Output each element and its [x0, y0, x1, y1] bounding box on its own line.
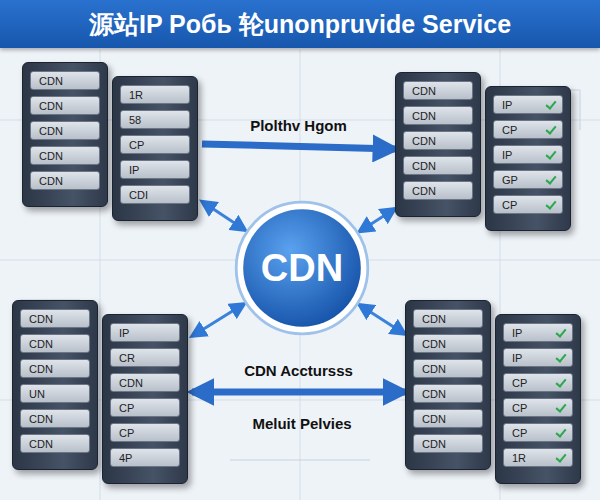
circle-label: CDN [261, 247, 343, 290]
server-slot-label: CDN [413, 434, 483, 453]
server-slot-label: CDN [30, 146, 100, 165]
edge-label: CDN Acctursss [244, 362, 353, 379]
server-cluster: CDN CDN CDN CDN CDN CDN IP IP CP CP CP 1R [405, 300, 585, 484]
cdn-link [359, 305, 405, 334]
server-rack: IP CP IP GP CP [485, 86, 571, 231]
server-slot-label: 4P [110, 448, 180, 467]
flow-arrow [202, 144, 395, 149]
server-slot-label: 58 [120, 110, 190, 129]
server-slot-label: CDN [20, 334, 90, 353]
server-slot-label: IP [120, 160, 190, 179]
server-slot-label: CR [110, 348, 180, 367]
note-label: Meluit Pelvies [252, 415, 351, 432]
server-slot-label: CP [110, 423, 180, 442]
server-slot-label: CDN [413, 309, 483, 328]
cdn-circle: CDN [232, 198, 372, 338]
server-slot-label: CDN [20, 409, 90, 428]
server-rack: CDN CDN CDN CDN CDN [22, 62, 108, 207]
server-slot-label: CP [503, 398, 573, 417]
server-slot-label: IP [493, 145, 563, 164]
server-slot-label: CDI [120, 185, 190, 204]
server-slot-label: CDN [413, 384, 483, 403]
server-slot-label: CDN [30, 121, 100, 140]
server-slot-label: 1R [120, 85, 190, 104]
server-rack: IP IP CP CP CP 1R [495, 314, 581, 484]
server-slot-label: CP [120, 135, 190, 154]
flow-arrow [192, 389, 405, 396]
server-slot-label: IP [493, 95, 563, 114]
server-slot-label: UN [20, 384, 90, 403]
server-slot-label: CP [503, 423, 573, 442]
server-slot-label: CDN [30, 96, 100, 115]
server-slot-label: 1R [503, 448, 573, 467]
server-slot-label: CDN [20, 359, 90, 378]
cdn-link [192, 304, 244, 336]
title-bar: 源站IP Poбь 轮unonpruvide Service [0, 0, 600, 48]
server-slot-label: CP [503, 373, 573, 392]
server-slot-label: CDN [20, 434, 90, 453]
server-rack: CDN CDN CDN CDN CDN CDN [405, 300, 491, 470]
server-rack: 1R 58CP IP CDI [112, 76, 198, 221]
cdn-link [202, 201, 245, 230]
server-slot-label: CDN [110, 373, 180, 392]
server-slot-label: CP [110, 398, 180, 417]
server-slot-label: IP [503, 323, 573, 342]
server-rack: CDN CDN CDN CDN CDN [395, 72, 481, 217]
server-slot-label: CDN [403, 131, 473, 150]
server-slot-label: CDN [413, 334, 483, 353]
server-cluster: CDN CDN CDN CDN CDN IP CP IP GP CP [395, 72, 575, 231]
server-slot-label: CDN [30, 71, 100, 90]
server-slot-label: IP [503, 348, 573, 367]
edge-label: Plolthv Hgom [250, 116, 347, 133]
server-rack: IP CR CDN CP CP 4P [102, 314, 188, 484]
server-slot-label: CDN [20, 309, 90, 328]
server-slot-label: CDN [413, 359, 483, 378]
title-text: 源站IP Poбь 轮unonpruvide Service [89, 8, 511, 41]
server-slot-label: CDN [403, 181, 473, 200]
server-slot-label: CDN [30, 171, 100, 190]
server-slot-label: CDN [403, 81, 473, 100]
server-slot-label: IP [110, 323, 180, 342]
server-slot-label: CDN [403, 156, 473, 175]
server-slot-label: CDN [413, 409, 483, 428]
server-slot-label: CP [493, 195, 563, 214]
server-cluster: CDN CDN CDN CDN CDN 1R 58CP IP CDI [22, 62, 202, 221]
server-slot-label: CDN [403, 106, 473, 125]
server-slot-label: GP [493, 170, 563, 189]
server-rack: CDN CDN CDN UN CDN CDN [12, 300, 98, 470]
server-slot-label: CP [493, 120, 563, 139]
server-cluster: CDN CDN CDN UN CDN CDN IP CR CDN CP CP 4P [12, 300, 192, 484]
cdn-link [359, 209, 395, 232]
